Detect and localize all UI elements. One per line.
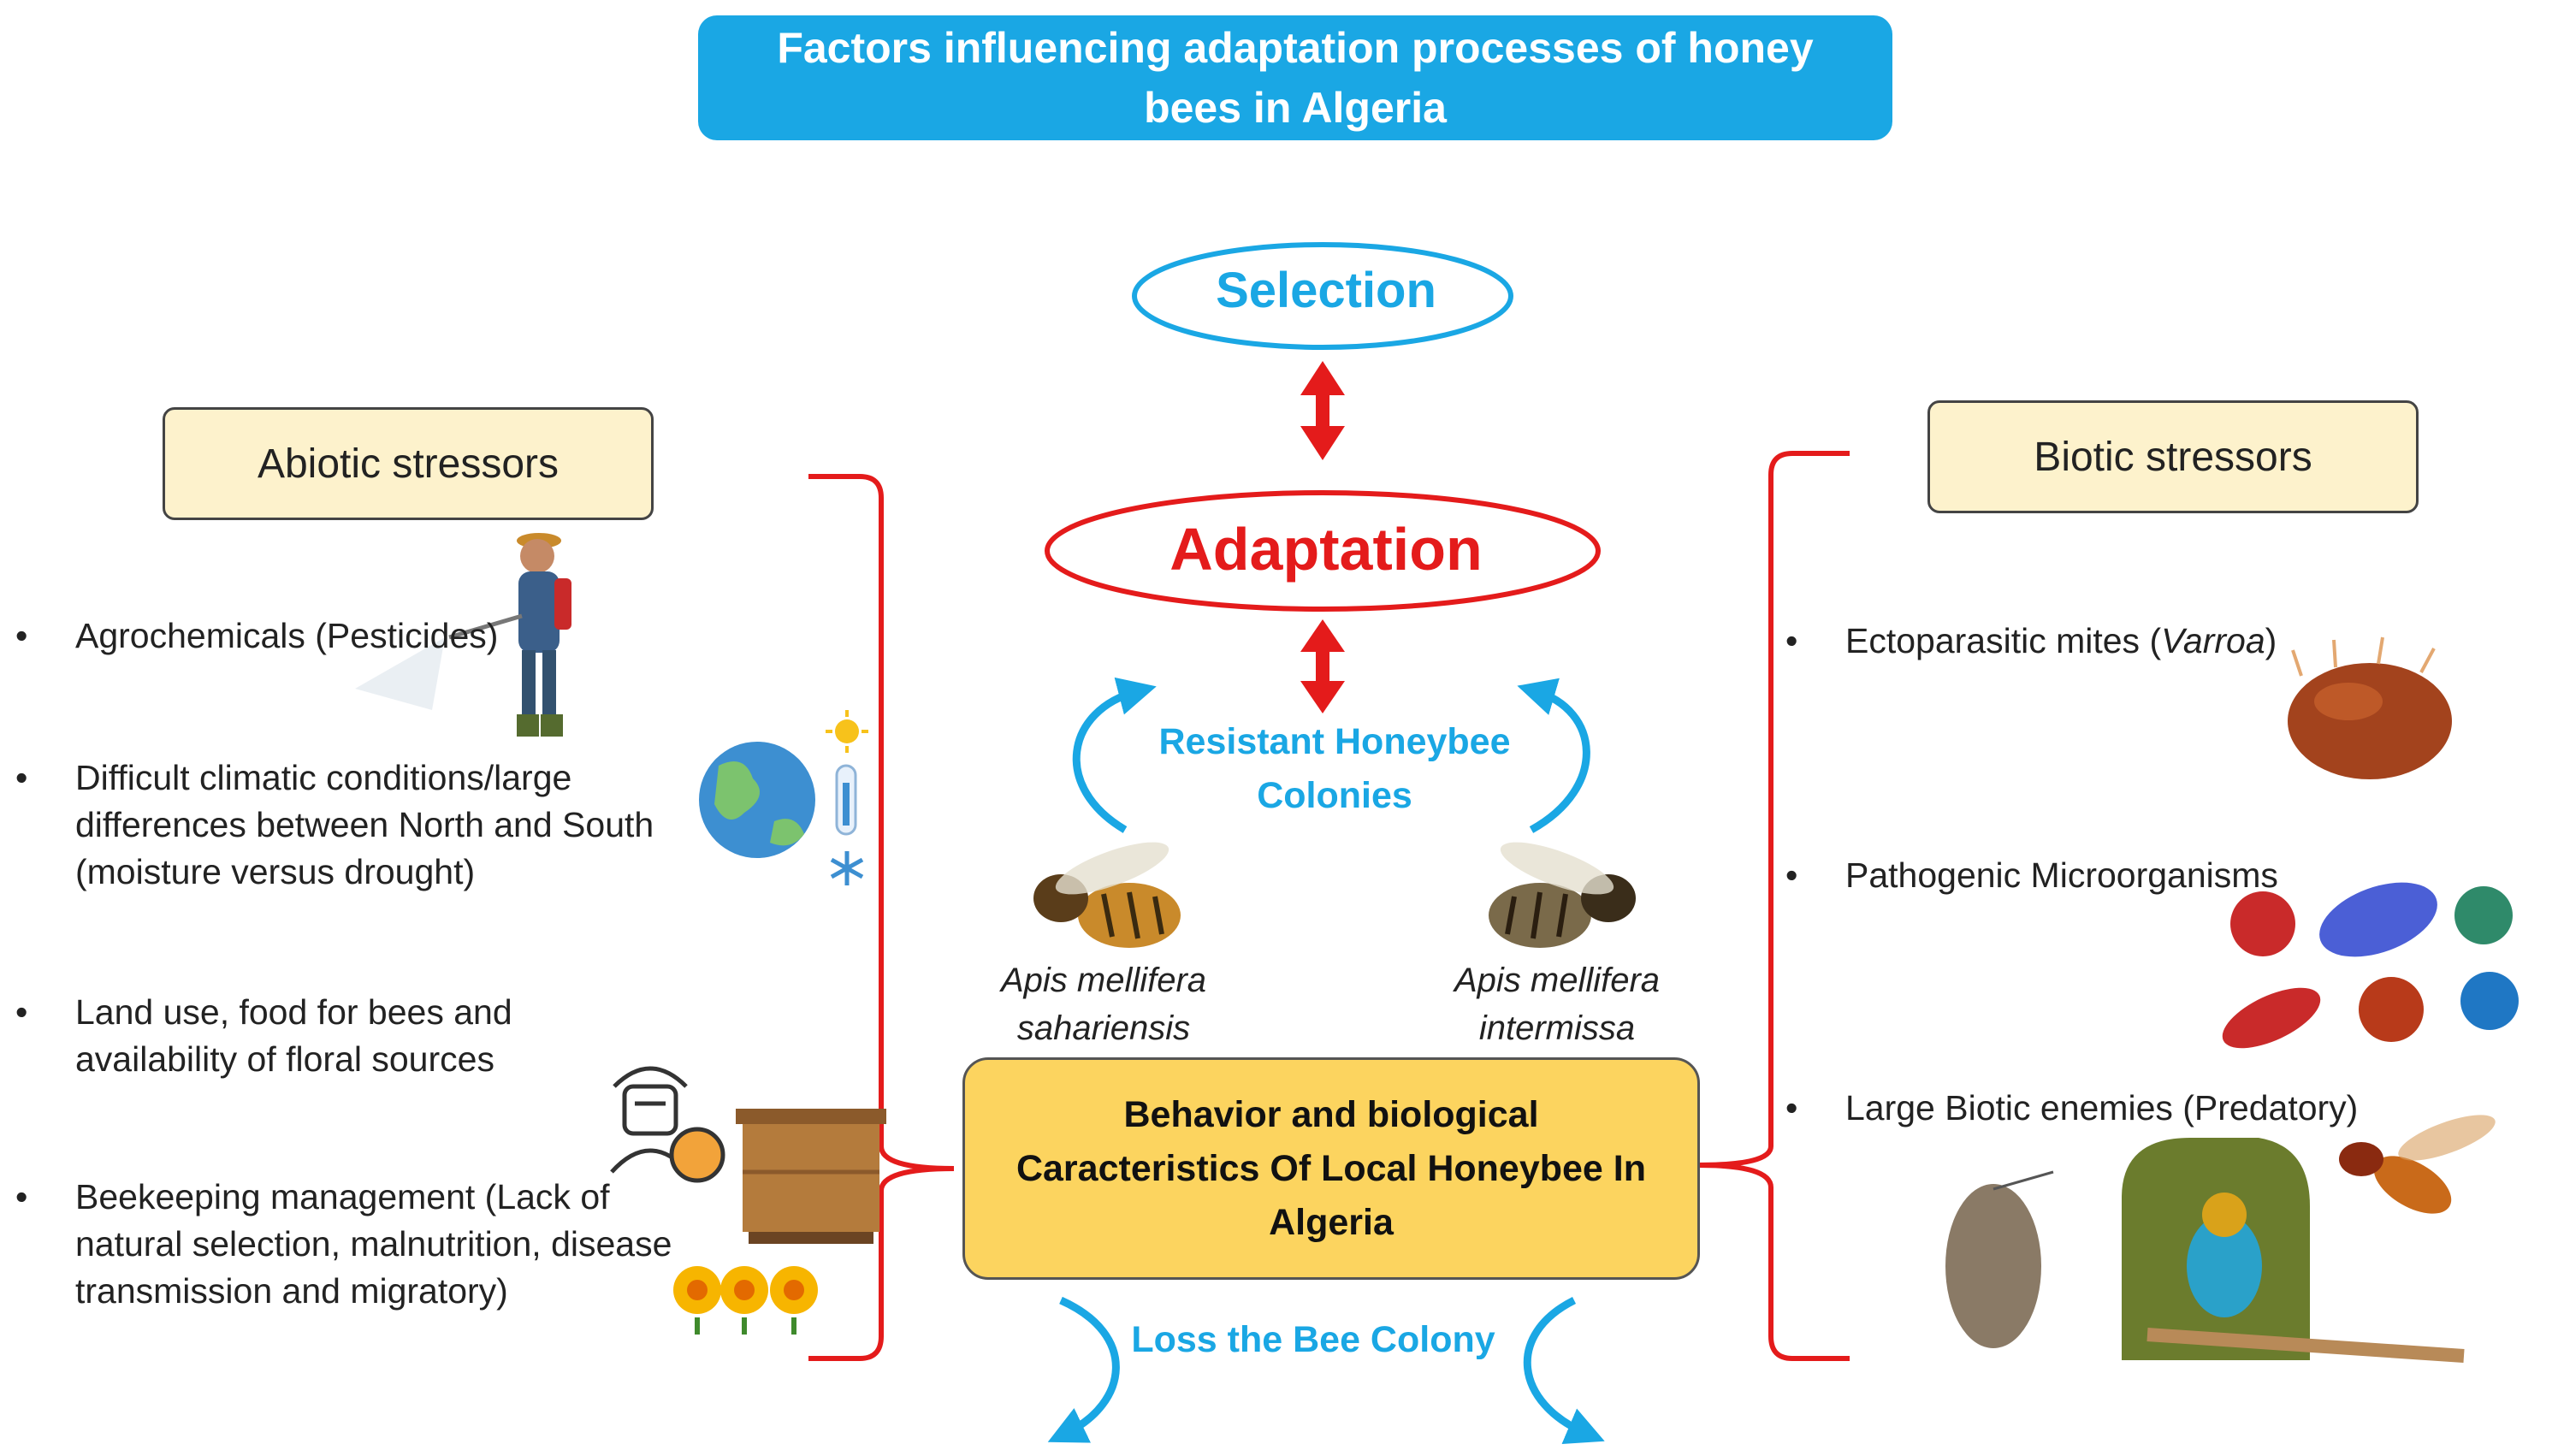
selection-label: Selection [1216,263,1436,318]
bullet: • [15,616,28,655]
flowers-icon [673,1266,818,1335]
honeybee-icon [1033,842,1181,948]
bullet: • [15,992,28,1032]
species-genus: Apis mellifera [1454,962,1661,999]
varroa-mite-icon [2288,636,2452,779]
honeybee-icon [1489,842,1636,948]
hornet-icon [2339,1115,2496,1214]
list-item: • Ectoparasitic mites (Varroa) [1785,618,2324,665]
list-item-text: Ectoparasitic mites ( [1845,621,2162,660]
local-honeybee-box: Behavior and biological Caracteristics O… [962,1057,1700,1280]
moth-icon [1945,1170,2054,1348]
list-item-text: Land use, food for bees and availability… [75,992,512,1079]
loss-right-curve-arrow [1523,1296,1605,1444]
farmer-spraying-icon [355,533,571,737]
species-subspecies: sahariensis [1016,1009,1191,1047]
list-item-text: Large Biotic enemies (Predatory) [1845,1088,2359,1128]
local-honeybee-text: Behavior and biological Caracteristics O… [1016,1093,1647,1243]
sun-icon [826,710,868,753]
selection-adaptation-arrow [1300,361,1345,460]
loss-colony-label: Loss the Bee Colony [1131,1319,1495,1360]
adaptation-oval [1045,490,1601,612]
list-item-text: Agrochemicals (Pesticides) [75,616,499,655]
list-item-text: Pathogenic Microorganisms [1845,855,2278,895]
list-item: • Difficult climatic conditions/large di… [15,755,691,896]
resistant-colonies-label: Resistant Honeybee Colonies [1158,721,1511,816]
list-item-text: Beekeeping management (Lack of natural s… [75,1177,672,1311]
abiotic-stressors-box: Abiotic stressors [163,407,654,520]
beehive-icon [736,1109,886,1244]
snowflake-icon [830,851,864,885]
resistant-right-curve-arrow [1517,678,1590,833]
biotic-stressors-box: Biotic stressors [1927,400,2419,513]
list-item-text-end: ) [2265,621,2277,660]
list-item: • Agrochemicals (Pesticides) [15,613,554,660]
biotic-stressors-label: Biotic stressors [2034,434,2312,480]
title-banner: Factors influencing adaptation processes… [698,15,1892,140]
abiotic-stressors-label: Abiotic stressors [257,441,560,487]
adaptation-label: Adaptation [1169,516,1483,583]
species-intermissa-label: Apis mellifera intermissa [1412,956,1702,1052]
resistant-left-curve-arrow [1072,677,1157,833]
species-sahariensis-label: Apis mellifera sahariensis [958,956,1249,1052]
bee-eater-bird-icon [2122,1138,2465,1363]
list-item-text: Difficult climatic conditions/large diff… [75,758,654,891]
list-item: • Large Biotic enemies (Predatory) [1785,1085,2410,1132]
virus-icon [2222,882,2519,1049]
bullet: • [15,758,28,797]
loss-left-curve-arrow [1047,1296,1120,1443]
list-item: • Land use, food for bees and availabili… [15,989,606,1083]
bullet: • [1785,621,1798,660]
list-item-italic: Varroa [2161,621,2265,660]
bullet: • [1785,1088,1798,1128]
list-item: • Pathogenic Microorganisms [1785,852,2376,899]
bullet: • [1785,855,1798,895]
adaptation-resistant-arrow [1300,619,1345,713]
abiotic-bracket [808,474,955,1361]
beekeeper-icon [610,1066,725,1183]
species-genus: Apis mellifera [1000,962,1207,999]
diagram-title: Factors influencing adaptation processes… [777,24,1814,132]
selection-oval [1132,242,1513,350]
bullet: • [15,1177,28,1216]
biotic-bracket [1697,451,1850,1361]
climate-icon-group [699,710,868,885]
list-item: • Beekeeping management (Lack of natural… [15,1174,691,1315]
species-subspecies: intermissa [1478,1009,1636,1047]
